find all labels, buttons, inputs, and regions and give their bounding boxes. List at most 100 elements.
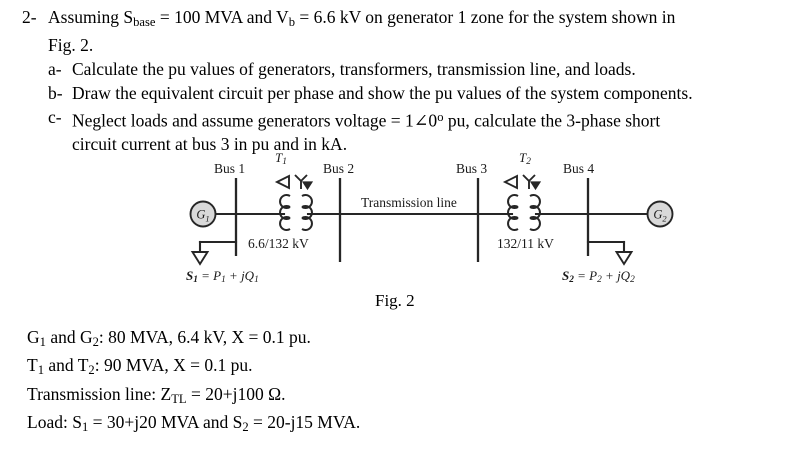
t2-wye-arm-left: [522, 174, 530, 182]
t2-s-coil1: [529, 194, 541, 209]
t2-s-coil3: [529, 216, 541, 231]
part-b-marker: b-: [48, 82, 63, 103]
rating-tl-sub1: TL: [171, 391, 187, 406]
diagram-svg: G1 G2: [189, 174, 674, 266]
transformer-1-name: T1: [275, 150, 287, 167]
t2-delta-icon: [502, 174, 518, 190]
problem-text-part2: = 100 MVA and V: [155, 7, 289, 27]
part-c-text-pre: Neglect loads and assume generators volt…: [72, 110, 438, 131]
t2-secondary-winding: [529, 194, 541, 231]
generator-1-symbol: G1: [189, 200, 217, 228]
t1-ground-arrow-icon: [301, 181, 314, 191]
bus-4-label: Bus 4: [563, 161, 595, 176]
rating-gen-post: : 80 MVA, 6.4 kV, X = 0.1 pu.: [98, 327, 311, 347]
problem-statement: 2- Assuming Sbase = 100 MVA and Vb = 6.6…: [22, 6, 792, 156]
rating-tl-mid: = 20+j100 Ω.: [186, 383, 286, 404]
part-a-text: Calculate the pu values of generators, t…: [72, 58, 636, 79]
rating-gen-pre: G: [27, 327, 40, 347]
t2-primary-winding: [507, 194, 519, 231]
vb-subscript: b: [288, 14, 295, 29]
problem-part-c: c- Neglect loads and assume generators v…: [48, 105, 792, 132]
t1-s-coil1: [301, 194, 313, 209]
rating-loads: Load: S1 = 30+j20 MVA and S2 = 20-j15 MV…: [27, 411, 360, 439]
t2-ground-arrow-icon: [529, 181, 542, 191]
transmission-line-label: Transmission line: [361, 195, 457, 210]
rating-gen-mid: and G: [45, 327, 93, 347]
sbase-subscript: base: [133, 14, 156, 29]
t1-p-coil3: [279, 216, 291, 231]
part-b-text: Draw the equivalent circuit per phase an…: [72, 82, 693, 103]
transformer-2-ratio-label: 132/11 kV: [497, 236, 554, 251]
problem-number: 2-: [22, 7, 37, 27]
t2-p-coil3: [507, 216, 519, 231]
load2-plus: + jQ: [601, 268, 631, 283]
t1-p-coil2: [279, 205, 291, 220]
component-ratings-list: G1 and G2: 80 MVA, 6.4 kV, X = 0.1 pu. T…: [27, 326, 360, 439]
rating-tx-pre: T: [27, 355, 38, 376]
load-1-tap: [198, 240, 238, 254]
load-2-expression: S2 = P2 + jQ2: [562, 268, 635, 285]
t1-delta-icon: [274, 174, 290, 190]
t1-s-coil3: [301, 216, 313, 231]
part-a-marker: a-: [48, 58, 62, 79]
load2-P-sub: 2: [597, 275, 602, 286]
rating-transmission-line: Transmission line: ZTL = 20+j100 Ω.: [27, 383, 360, 411]
load1-S: S: [186, 268, 194, 283]
part-c-marker: c-: [48, 106, 62, 127]
bus-1-label: Bus 1: [214, 161, 246, 176]
load1-Q-sub: 1: [254, 275, 259, 286]
problem-part-a: a- Calculate the pu values of generators…: [48, 57, 792, 81]
t1-wye-icon: [294, 174, 308, 189]
rating-generators: G1 and G2: 80 MVA, 6.4 kV, X = 0.1 pu.: [27, 326, 360, 354]
transformer-1-ratio-label: 6.6/132 kV: [248, 236, 309, 251]
part-c-text-line2: circuit current at bus 3 in pu and in kA…: [72, 134, 348, 155]
t2-name-letter: T: [519, 150, 527, 165]
problem-text-part1: Assuming S: [48, 7, 134, 27]
t2-wye-icon: [522, 174, 536, 189]
rating-tx-sub1: 1: [37, 363, 44, 378]
t1-p-coil1: [279, 194, 291, 209]
degree-superscript: o: [437, 109, 444, 124]
rating-tl-pre: Transmission line: Z: [27, 383, 172, 404]
t1-s-coil2: [301, 205, 313, 220]
rating-tx-sub2: 2: [88, 363, 95, 378]
part-c-text-post: pu, calculate the 3-phase short: [443, 110, 661, 131]
problem-text-part3: = 6.6 kV on generator 1 zone for the sys…: [294, 7, 676, 27]
load2-S-sub: 2: [569, 275, 574, 286]
generator-2-symbol: G2: [646, 200, 674, 228]
t2-wye-arm-right: [528, 174, 536, 182]
figure-caption: Fig. 2: [375, 291, 415, 310]
load1-P-sub: 1: [221, 275, 226, 286]
problem-main-text: Assuming Sbase = 100 MVA and Vb = 6.6 kV…: [48, 6, 792, 34]
rating-load-sub1: 1: [81, 419, 89, 434]
problem-part-b: b- Draw the equivalent circuit per phase…: [48, 81, 792, 105]
t2-p-coil2: [507, 205, 519, 220]
rating-load-sub2: 2: [242, 419, 249, 434]
problem-fig-reference: Fig. 2.: [48, 34, 94, 55]
load1-arrow-icon: [190, 251, 210, 266]
t2-p-coil1: [507, 194, 519, 209]
single-line-diagram: G1 G2: [0, 150, 802, 302]
load2-S: S: [562, 268, 570, 283]
t1-name-letter: T: [275, 150, 283, 165]
t1-wye-arm-right: [300, 174, 308, 182]
load-2-tap: [586, 240, 626, 254]
load2-arrow-icon: [614, 251, 634, 266]
rating-load-pre: Load: S: [27, 411, 82, 432]
rating-tx-post: : 90 MVA, X = 0.1 pu.: [94, 355, 253, 376]
rating-load-post: = 20-j15 MVA.: [248, 411, 361, 432]
load1-plus: + jQ: [225, 268, 255, 283]
load2-Q-sub: 2: [630, 275, 635, 286]
rating-tx-mid: and T: [44, 355, 89, 376]
problem-parts-list: a- Calculate the pu values of generators…: [48, 57, 792, 156]
rating-gen-sub2: 2: [92, 334, 99, 349]
load2-eq: = P: [573, 268, 598, 283]
t1-secondary-winding: [301, 194, 313, 231]
transformer-1-symbol: [274, 174, 314, 231]
t1-primary-winding: [279, 194, 291, 231]
rating-transformers: T1 and T2: 90 MVA, X = 0.1 pu.: [27, 354, 360, 382]
load1-S-sub: 1: [193, 275, 198, 286]
load-1-expression: S1 = P1 + jQ1: [186, 268, 259, 285]
transformer-2-symbol: [502, 174, 542, 231]
t1-wye-arm-left: [294, 174, 302, 182]
